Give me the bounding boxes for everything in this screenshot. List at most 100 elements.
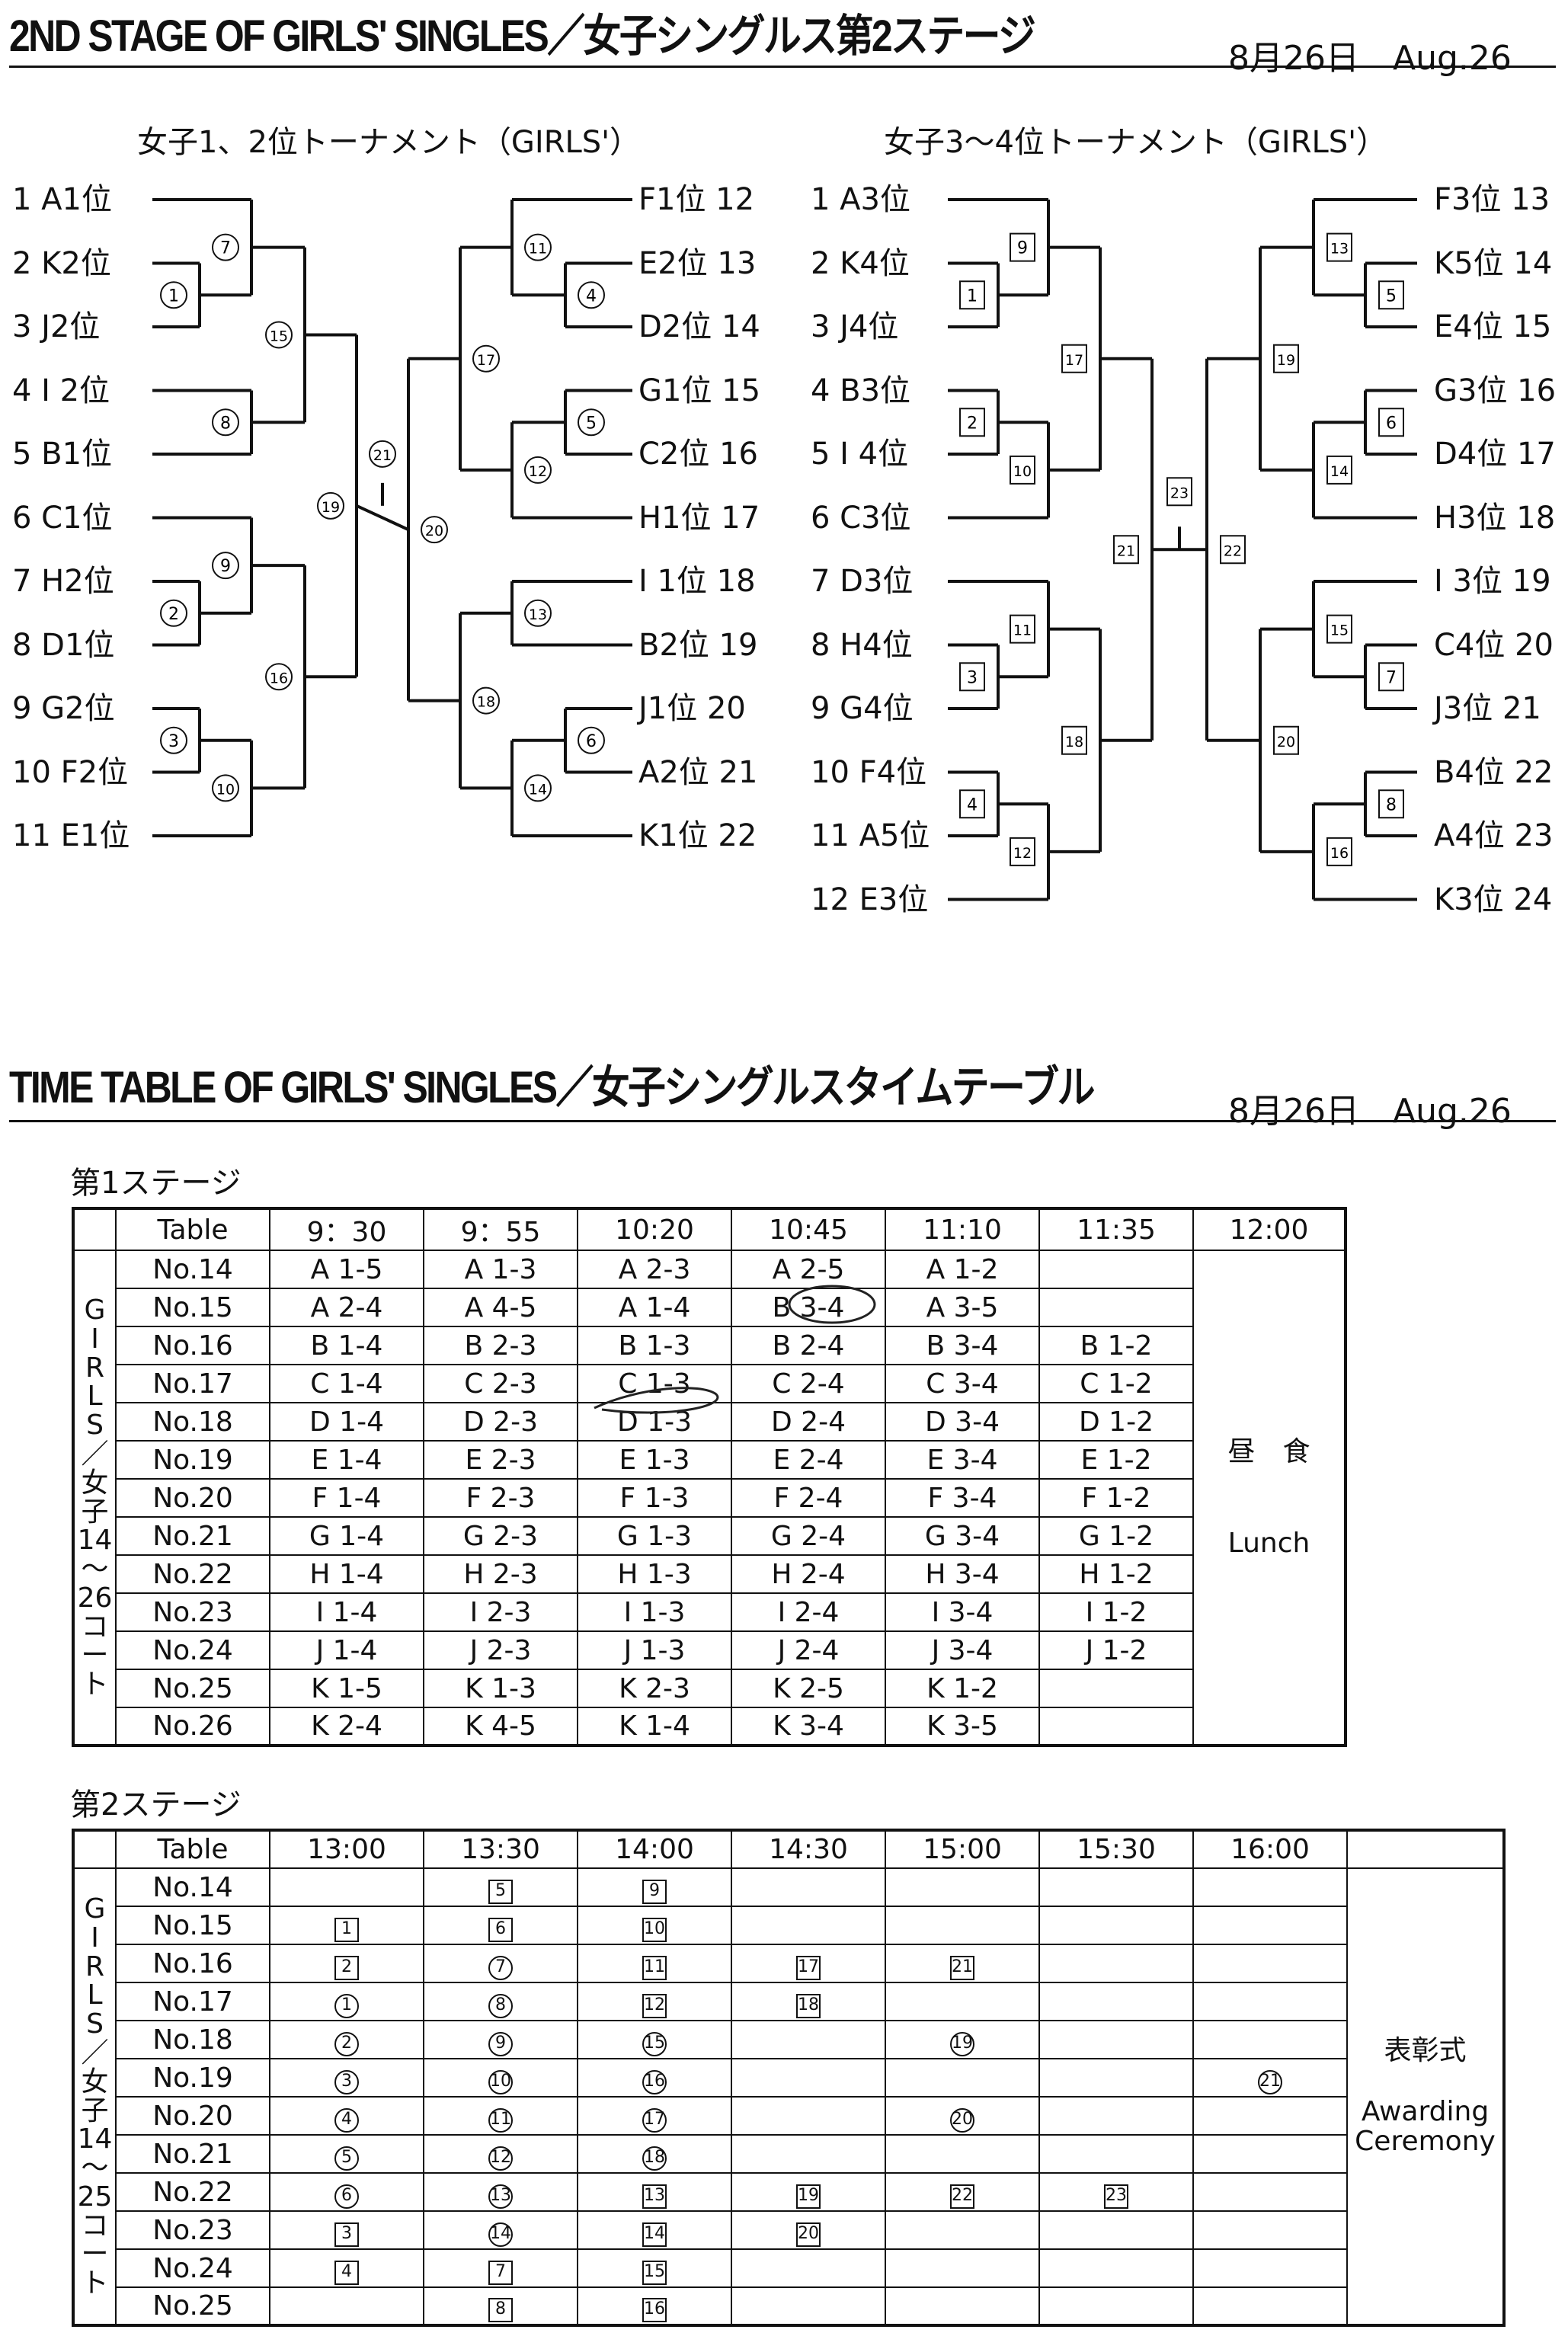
side-label-char: I <box>91 1323 99 1355</box>
match-cell <box>1192 1867 1348 1907</box>
match-cell: 23 <box>1038 2172 1194 2212</box>
bracket-player: 3 J2位 <box>12 309 101 344</box>
match-cell <box>1038 2248 1194 2288</box>
match-cell: 3 <box>269 2058 424 2098</box>
match-number-badge: 17 <box>796 1955 821 1980</box>
title-underline <box>9 1120 1556 1122</box>
svg-text:22: 22 <box>1224 542 1242 559</box>
table-number-cell: No.20 <box>115 1478 270 1518</box>
match-number-5: 5 <box>1378 280 1404 310</box>
bracket-player: 5 I 4位 <box>811 437 909 472</box>
match-number-4: 4 <box>578 281 605 309</box>
match-cell <box>731 2020 886 2059</box>
side-label-char: I <box>91 1922 99 1954</box>
table-number-cell: No.21 <box>115 1516 270 1556</box>
match-cell: K 3-5 <box>885 1707 1040 1746</box>
match-number-badge: 3 <box>334 2222 359 2247</box>
match-number-13: 13 <box>524 599 552 627</box>
match-number-badge: 13 <box>642 2184 667 2209</box>
cell-text-jp: 表彰式 <box>1384 2035 1467 2067</box>
match-cell <box>731 2096 886 2136</box>
match-number-badge: 7 <box>488 2260 513 2285</box>
svg-text:20: 20 <box>425 523 443 539</box>
match-cell: H 2-3 <box>423 1554 578 1594</box>
table-number-cell: No.22 <box>115 1554 270 1594</box>
match-number-badge: 19 <box>796 2184 821 2209</box>
bracket-lines: 1781529310161941151217136141820211921017… <box>152 198 1417 901</box>
match-cell: C 1-4 <box>269 1364 424 1403</box>
match-cell <box>1038 1707 1194 1746</box>
match-number-badge: 15 <box>642 2260 667 2285</box>
match-number-badge: 14 <box>488 2222 513 2247</box>
table-number-cell: No.21 <box>115 2134 270 2174</box>
table-number-cell: No.15 <box>115 1288 270 1327</box>
match-number-17: 17 <box>472 344 500 373</box>
table-number-cell: No.18 <box>115 2020 270 2059</box>
match-cell <box>1038 2210 1194 2250</box>
match-cell: D 2-4 <box>731 1402 886 1442</box>
match-cell: 5 <box>269 2134 424 2174</box>
match-cell <box>885 2210 1040 2250</box>
match-number-11: 11 <box>524 233 552 261</box>
match-cell <box>731 2248 886 2288</box>
svg-text:19: 19 <box>322 499 340 516</box>
match-number-21: 21 <box>369 440 396 468</box>
bracket-player: B2位 19 <box>638 627 758 663</box>
match-number-21: 21 <box>1113 535 1139 565</box>
match-cell <box>731 2286 886 2326</box>
table-number-cell: No.23 <box>115 1592 270 1632</box>
stage2-label: 第2ステージ <box>70 1787 242 1822</box>
match-number-15: 15 <box>1326 614 1352 644</box>
svg-text:8: 8 <box>220 414 231 433</box>
match-number-12: 12 <box>524 456 552 484</box>
match-number-20: 20 <box>1273 725 1299 755</box>
bracket-player: H3位 18 <box>1434 500 1556 536</box>
match-cell: 7 <box>423 2248 578 2288</box>
match-cell: F 1-4 <box>269 1478 424 1518</box>
match-number-badge: 9 <box>642 1879 667 1904</box>
column-header-blank <box>1346 1829 1505 1869</box>
match-number-7: 7 <box>1378 662 1404 692</box>
match-cell: G 1-2 <box>1038 1516 1194 1556</box>
svg-text:19: 19 <box>1277 352 1295 369</box>
match-cell <box>731 2134 886 2174</box>
column-header: 15:00 <box>885 1829 1040 1869</box>
match-cell: I 1-2 <box>1038 1592 1194 1632</box>
match-number-3: 3 <box>160 726 187 754</box>
match-cell: J 2-3 <box>423 1630 578 1670</box>
column-header: 14:30 <box>731 1829 886 1869</box>
match-cell: 7 <box>423 1944 578 1983</box>
table-number-cell: No.23 <box>115 2210 270 2250</box>
match-number-5: 5 <box>578 408 605 437</box>
side-label-char: G <box>84 1294 106 1326</box>
match-cell: B 3-4 <box>885 1326 1040 1365</box>
bracket-player: B4位 22 <box>1434 754 1554 790</box>
column-header: 14:00 <box>577 1829 732 1869</box>
match-number-7: 7 <box>212 233 239 261</box>
match-number-badge: 6 <box>488 1917 513 1942</box>
match-number-badge: 16 <box>642 2069 667 2094</box>
match-cell: E 2-4 <box>731 1440 886 1480</box>
match-number-16: 16 <box>1326 837 1352 866</box>
match-cell <box>885 2134 1040 2174</box>
table-number-cell: No.24 <box>115 2248 270 2288</box>
bracket-player: 11 E1位 <box>12 818 130 853</box>
side-label-char: ー <box>81 2238 109 2270</box>
match-cell: K 1-3 <box>423 1669 578 1708</box>
match-cell: 21 <box>1192 2058 1348 2098</box>
match-cell <box>1038 2020 1194 2059</box>
svg-text:1: 1 <box>168 286 179 306</box>
match-cell: 2 <box>269 2020 424 2059</box>
match-cell: E 3-4 <box>885 1440 1040 1480</box>
match-cell: F 2-4 <box>731 1478 886 1518</box>
match-cell <box>1038 1982 1194 2021</box>
match-number-10: 10 <box>212 774 239 802</box>
column-header: 13:30 <box>423 1829 578 1869</box>
side-label-char: S <box>86 1410 104 1442</box>
match-cell <box>1038 2058 1194 2098</box>
